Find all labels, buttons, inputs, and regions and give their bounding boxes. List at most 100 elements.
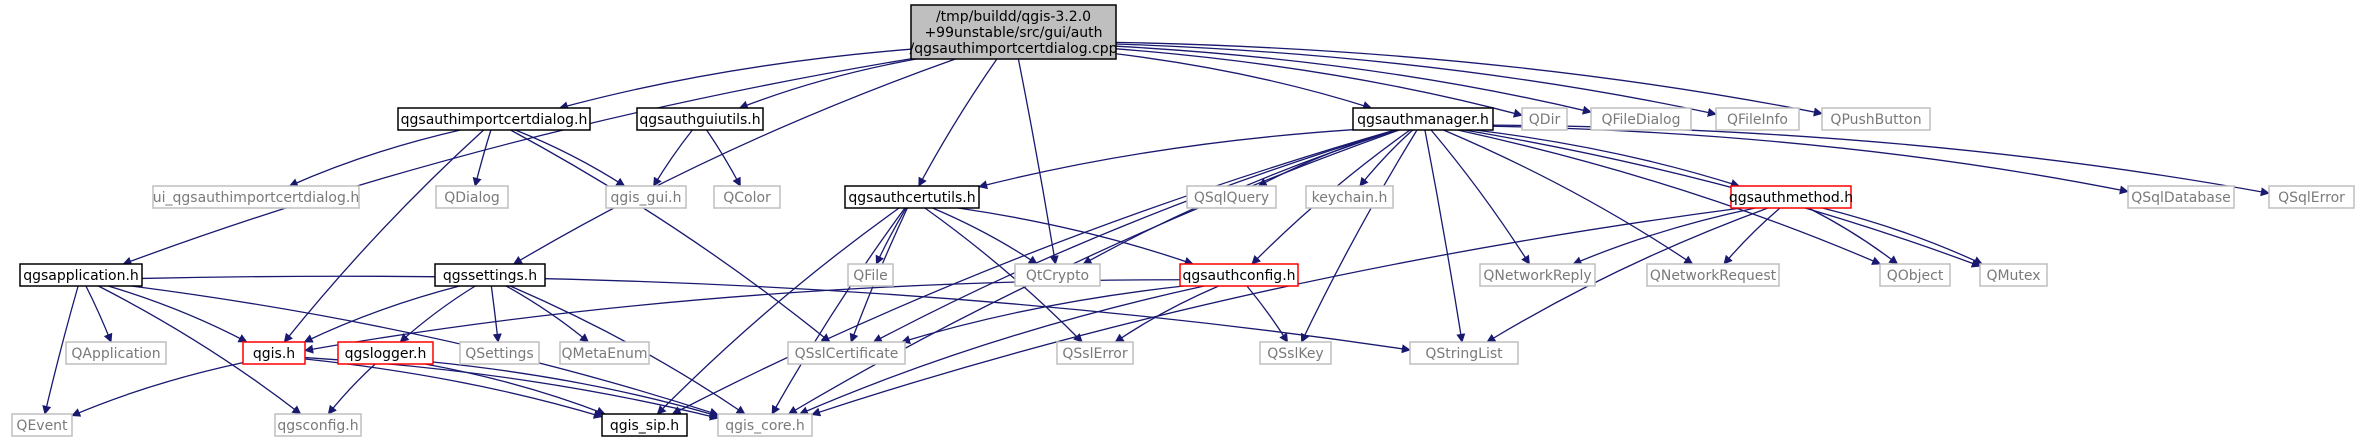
node-label: qgsauthmethod.h <box>1729 190 1853 206</box>
node-root[interactable]: /tmp/buildd/qgis-3.2.0+99unstable/src/gu… <box>910 4 1118 60</box>
node-box <box>1479 263 1596 287</box>
node-label: QSqlQuery <box>1194 190 1269 206</box>
node-certutils-h[interactable]: qgsauthcertutils.h <box>844 185 980 209</box>
node-box <box>2127 185 2235 209</box>
edge-qgsapplication_h-to-qapplication <box>85 285 113 343</box>
node-box <box>435 185 509 209</box>
node-qnetworkrequest: QNetworkRequest <box>1646 263 1780 287</box>
node-box <box>601 413 688 437</box>
node-label: QSslKey <box>1267 346 1323 362</box>
node-authconfig-h[interactable]: qgsauthconfig.h <box>1179 263 1299 287</box>
node-box <box>11 413 73 437</box>
node-qobject: QObject <box>1879 263 1951 287</box>
edge-authmanager_h-to-certutils_h <box>978 129 1354 190</box>
node-box <box>1730 185 1852 209</box>
edge-certutils_h-to-qgis_core_h <box>771 207 906 415</box>
node-authmethod-h[interactable]: qgsauthmethod.h <box>1729 185 1853 209</box>
edge-dialog_h-to-qgis_gui_h <box>515 129 626 187</box>
node-qsslcertificate: QSslCertificate <box>787 341 906 365</box>
node-qmetaenum: QMetaEnum <box>559 341 650 365</box>
nodes-layer: /tmp/buildd/qgis-3.2.0+99unstable/src/gu… <box>11 4 2355 437</box>
node-qtcrypto: QtCrypto <box>1014 263 1101 287</box>
node-label: QNetworkRequest <box>1650 268 1777 284</box>
node-box <box>274 413 362 437</box>
node-label: QFileInfo <box>1727 112 1788 128</box>
node-box <box>1186 185 1277 209</box>
node-qsslerror: QSslError <box>1056 341 1134 365</box>
node-label: QFile <box>853 268 887 284</box>
edge-authmanager_h-to-qgis_core_h <box>787 129 1400 415</box>
edge-authmanager_h-to-qsqldatabase <box>1492 125 2129 195</box>
node-dialog-h[interactable]: qgsauthimportcertdialog.h <box>397 107 591 131</box>
node-label: QMetaEnum <box>561 346 647 362</box>
node-box <box>847 263 894 287</box>
edge-dialog_h-to-qgis_h <box>283 129 485 343</box>
edge-qgsapplication_h-to-qevent <box>42 285 79 415</box>
node-qpushbutton: QPushButton <box>1821 107 1931 131</box>
node-label: qgssettings.h <box>443 268 537 284</box>
node-qsettings: QSettings <box>459 341 540 365</box>
node-box <box>242 341 306 365</box>
node-qgsapplication-h[interactable]: qgsapplication.h <box>19 263 143 287</box>
node-qsslkey: QSslKey <box>1259 341 1332 365</box>
node-label: /tmp/buildd/qgis-3.2.0 <box>936 9 1091 25</box>
node-label: QSslCertificate <box>795 346 899 362</box>
node-label: qgsauthmanager.h <box>1357 112 1489 128</box>
node-label: QDialog <box>444 190 500 206</box>
node-label: QFileDialog <box>1601 112 1680 128</box>
node-guiutils-h[interactable]: qgsauthguiutils.h <box>636 107 764 131</box>
edge-certutils_h-to-authconfig_h <box>958 207 1194 266</box>
edge-qgssettings_h-to-qsettings <box>490 285 502 343</box>
edge-authmanager_h-to-keychain_h <box>1359 129 1414 187</box>
edge-authconfig_h-to-qgis_core_h <box>798 285 1205 415</box>
node-label: QDir <box>1529 112 1561 128</box>
node-box <box>717 413 813 437</box>
node-label: qgsapplication.h <box>23 268 139 284</box>
edge-root-to-authmanager_h <box>1115 53 1373 110</box>
node-box <box>605 185 687 209</box>
edge-qgsapplication_h-to-qgsconfig_h <box>98 285 302 415</box>
node-box <box>1590 107 1692 131</box>
node-box <box>1879 263 1951 287</box>
node-qgis-core-h: qgis_core.h <box>717 413 813 437</box>
node-label: QSettings <box>465 346 533 362</box>
edge-root-to-qtcrypto <box>1017 58 1059 265</box>
edge-authmethod_h-to-qobject <box>1808 207 1899 265</box>
node-box <box>636 107 764 131</box>
edge-authmanager_h-to-qgis_sip_h <box>671 129 1396 415</box>
node-box <box>1409 341 1519 365</box>
node-box <box>559 341 650 365</box>
edge-qgsapplication_h-to-qgis_core_h <box>131 285 719 417</box>
edge-authmethod_h-to-qstringlist <box>1486 207 1769 343</box>
node-box <box>1352 107 1494 131</box>
node-box <box>65 341 167 365</box>
edge-authmanager_h-to-authmethod_h <box>1474 129 1740 188</box>
node-qgslogger-h[interactable]: qgslogger.h <box>337 341 434 365</box>
edge-qgssettings_h-to-qmetaenum <box>505 285 590 343</box>
node-keychain-h: keychain.h <box>1305 185 1394 209</box>
node-qevent: QEvent <box>11 413 73 437</box>
node-box <box>787 341 906 365</box>
edge-qgis_h-to-qevent <box>71 361 244 417</box>
edge-authmanager_h-to-qsqlerror <box>1492 124 2270 197</box>
node-label: qgis_core.h <box>725 418 805 434</box>
node-qsqlerror: QSqlError <box>2268 185 2355 209</box>
node-label: keychain.h <box>1312 190 1388 206</box>
edge-authconfig_h-to-qsslcertificate <box>900 285 1184 344</box>
edge-root-to-qgsapplication_h <box>122 58 912 266</box>
edge-root-to-certutils_h <box>918 58 998 187</box>
node-qgis-h[interactable]: qgis.h <box>242 341 306 365</box>
node-qdialog: QDialog <box>435 185 509 209</box>
node-box <box>1821 107 1931 131</box>
node-box <box>1979 263 2048 287</box>
node-box <box>2268 185 2355 209</box>
node-qgssettings-h[interactable]: qgssettings.h <box>434 263 546 287</box>
node-label: QApplication <box>71 346 160 362</box>
node-label: QSslError <box>1062 346 1127 362</box>
node-label: QStringList <box>1425 346 1503 362</box>
node-authmanager-h[interactable]: qgsauthmanager.h <box>1352 107 1494 131</box>
edge-authmethod_h-to-qgis_core_h <box>811 207 1742 417</box>
node-qgis-sip-h[interactable]: qgis_sip.h <box>601 413 688 437</box>
edge-qgssettings_h-to-qgslogger_h <box>399 285 476 343</box>
